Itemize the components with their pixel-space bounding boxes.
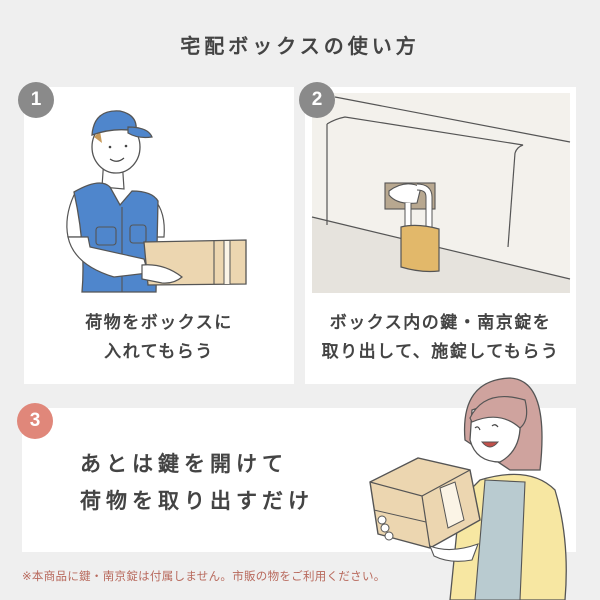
step-1-caption-line2: 入れてもらう	[104, 342, 214, 362]
step-1-caption-line1: 荷物をボックスに	[85, 313, 233, 333]
step-3-caption-line1: あとは鍵を開けて	[80, 452, 288, 476]
woman-with-parcels-illustration	[369, 377, 567, 600]
step-3-badge: 3	[17, 403, 53, 439]
step-2-caption-line1: ボックス内の鍵・南京錠を	[329, 313, 552, 333]
step-2-badge: 2	[299, 82, 335, 118]
step-1-panel: 荷物をボックスに 入れてもらう	[24, 87, 294, 384]
step-1-badge: 1	[18, 82, 54, 118]
step-2-caption-line2: 取り出して、施錠してもらう	[321, 342, 560, 362]
step-2-panel: ボックス内の鍵・南京錠を 取り出して、施錠してもらう	[305, 87, 576, 384]
page-title: 宅配ボックスの使い方	[180, 34, 420, 58]
delivery-man-illustration	[66, 110, 247, 293]
step-3-caption-line2: 荷物を取り出すだけ	[80, 489, 314, 513]
disclaimer-note: ※本商品に鍵・南京錠は付属しません。市販の物をご利用ください。	[22, 569, 386, 583]
padlock-box-illustration	[311, 93, 571, 293]
